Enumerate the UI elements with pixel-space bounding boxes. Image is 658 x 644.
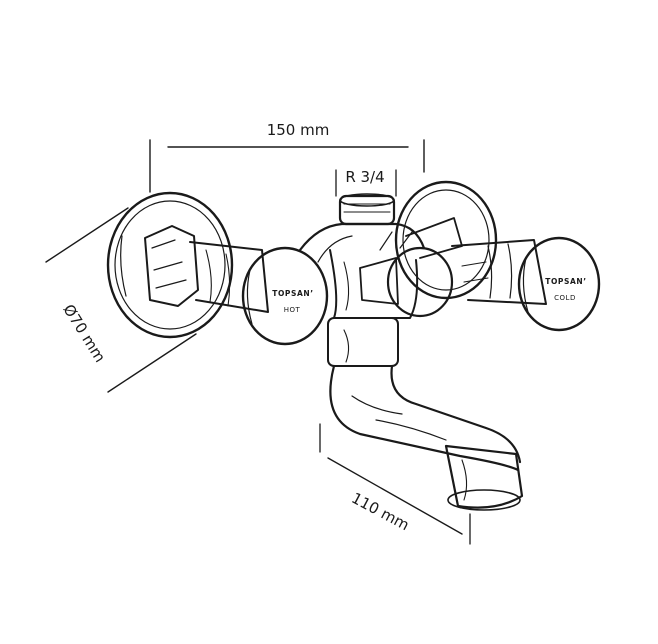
hot-handle[interactable]: TOPSAN’ HOT: [241, 246, 329, 346]
thread-inlet: [338, 194, 396, 226]
cold-handle[interactable]: TOPSAN’ COLD: [517, 236, 601, 332]
left-wall-flange: [106, 191, 234, 339]
spout: [327, 317, 524, 511]
diameter-extension-top: [45, 207, 129, 263]
width-label: 150 mm: [267, 121, 330, 139]
right-connector: [451, 239, 547, 305]
spout-collar: [327, 317, 399, 367]
cold-handle-brand: TOPSAN’: [545, 277, 587, 286]
thread-label: R 3/4: [345, 168, 384, 186]
cold-handle-label: COLD: [554, 294, 576, 302]
diameter-extension-bottom: [107, 333, 197, 393]
spout-outlet: [444, 444, 524, 509]
diverter-knob[interactable]: [359, 217, 463, 318]
hot-handle-cap[interactable]: [241, 246, 329, 346]
left-connector: [144, 225, 269, 313]
diameter-label: Ø70 mm: [59, 301, 109, 366]
hot-handle-brand: TOPSAN’: [272, 289, 314, 298]
thread-dimension: R 3/4: [335, 168, 397, 197]
spout-label: 110 mm: [348, 489, 412, 534]
cold-handle-cap[interactable]: [517, 236, 601, 332]
width-dimension: 150 mm: [149, 121, 425, 193]
spout-dimension-line: [327, 457, 463, 535]
hot-handle-label: HOT: [284, 306, 301, 314]
right-wall-flange: [394, 180, 498, 300]
